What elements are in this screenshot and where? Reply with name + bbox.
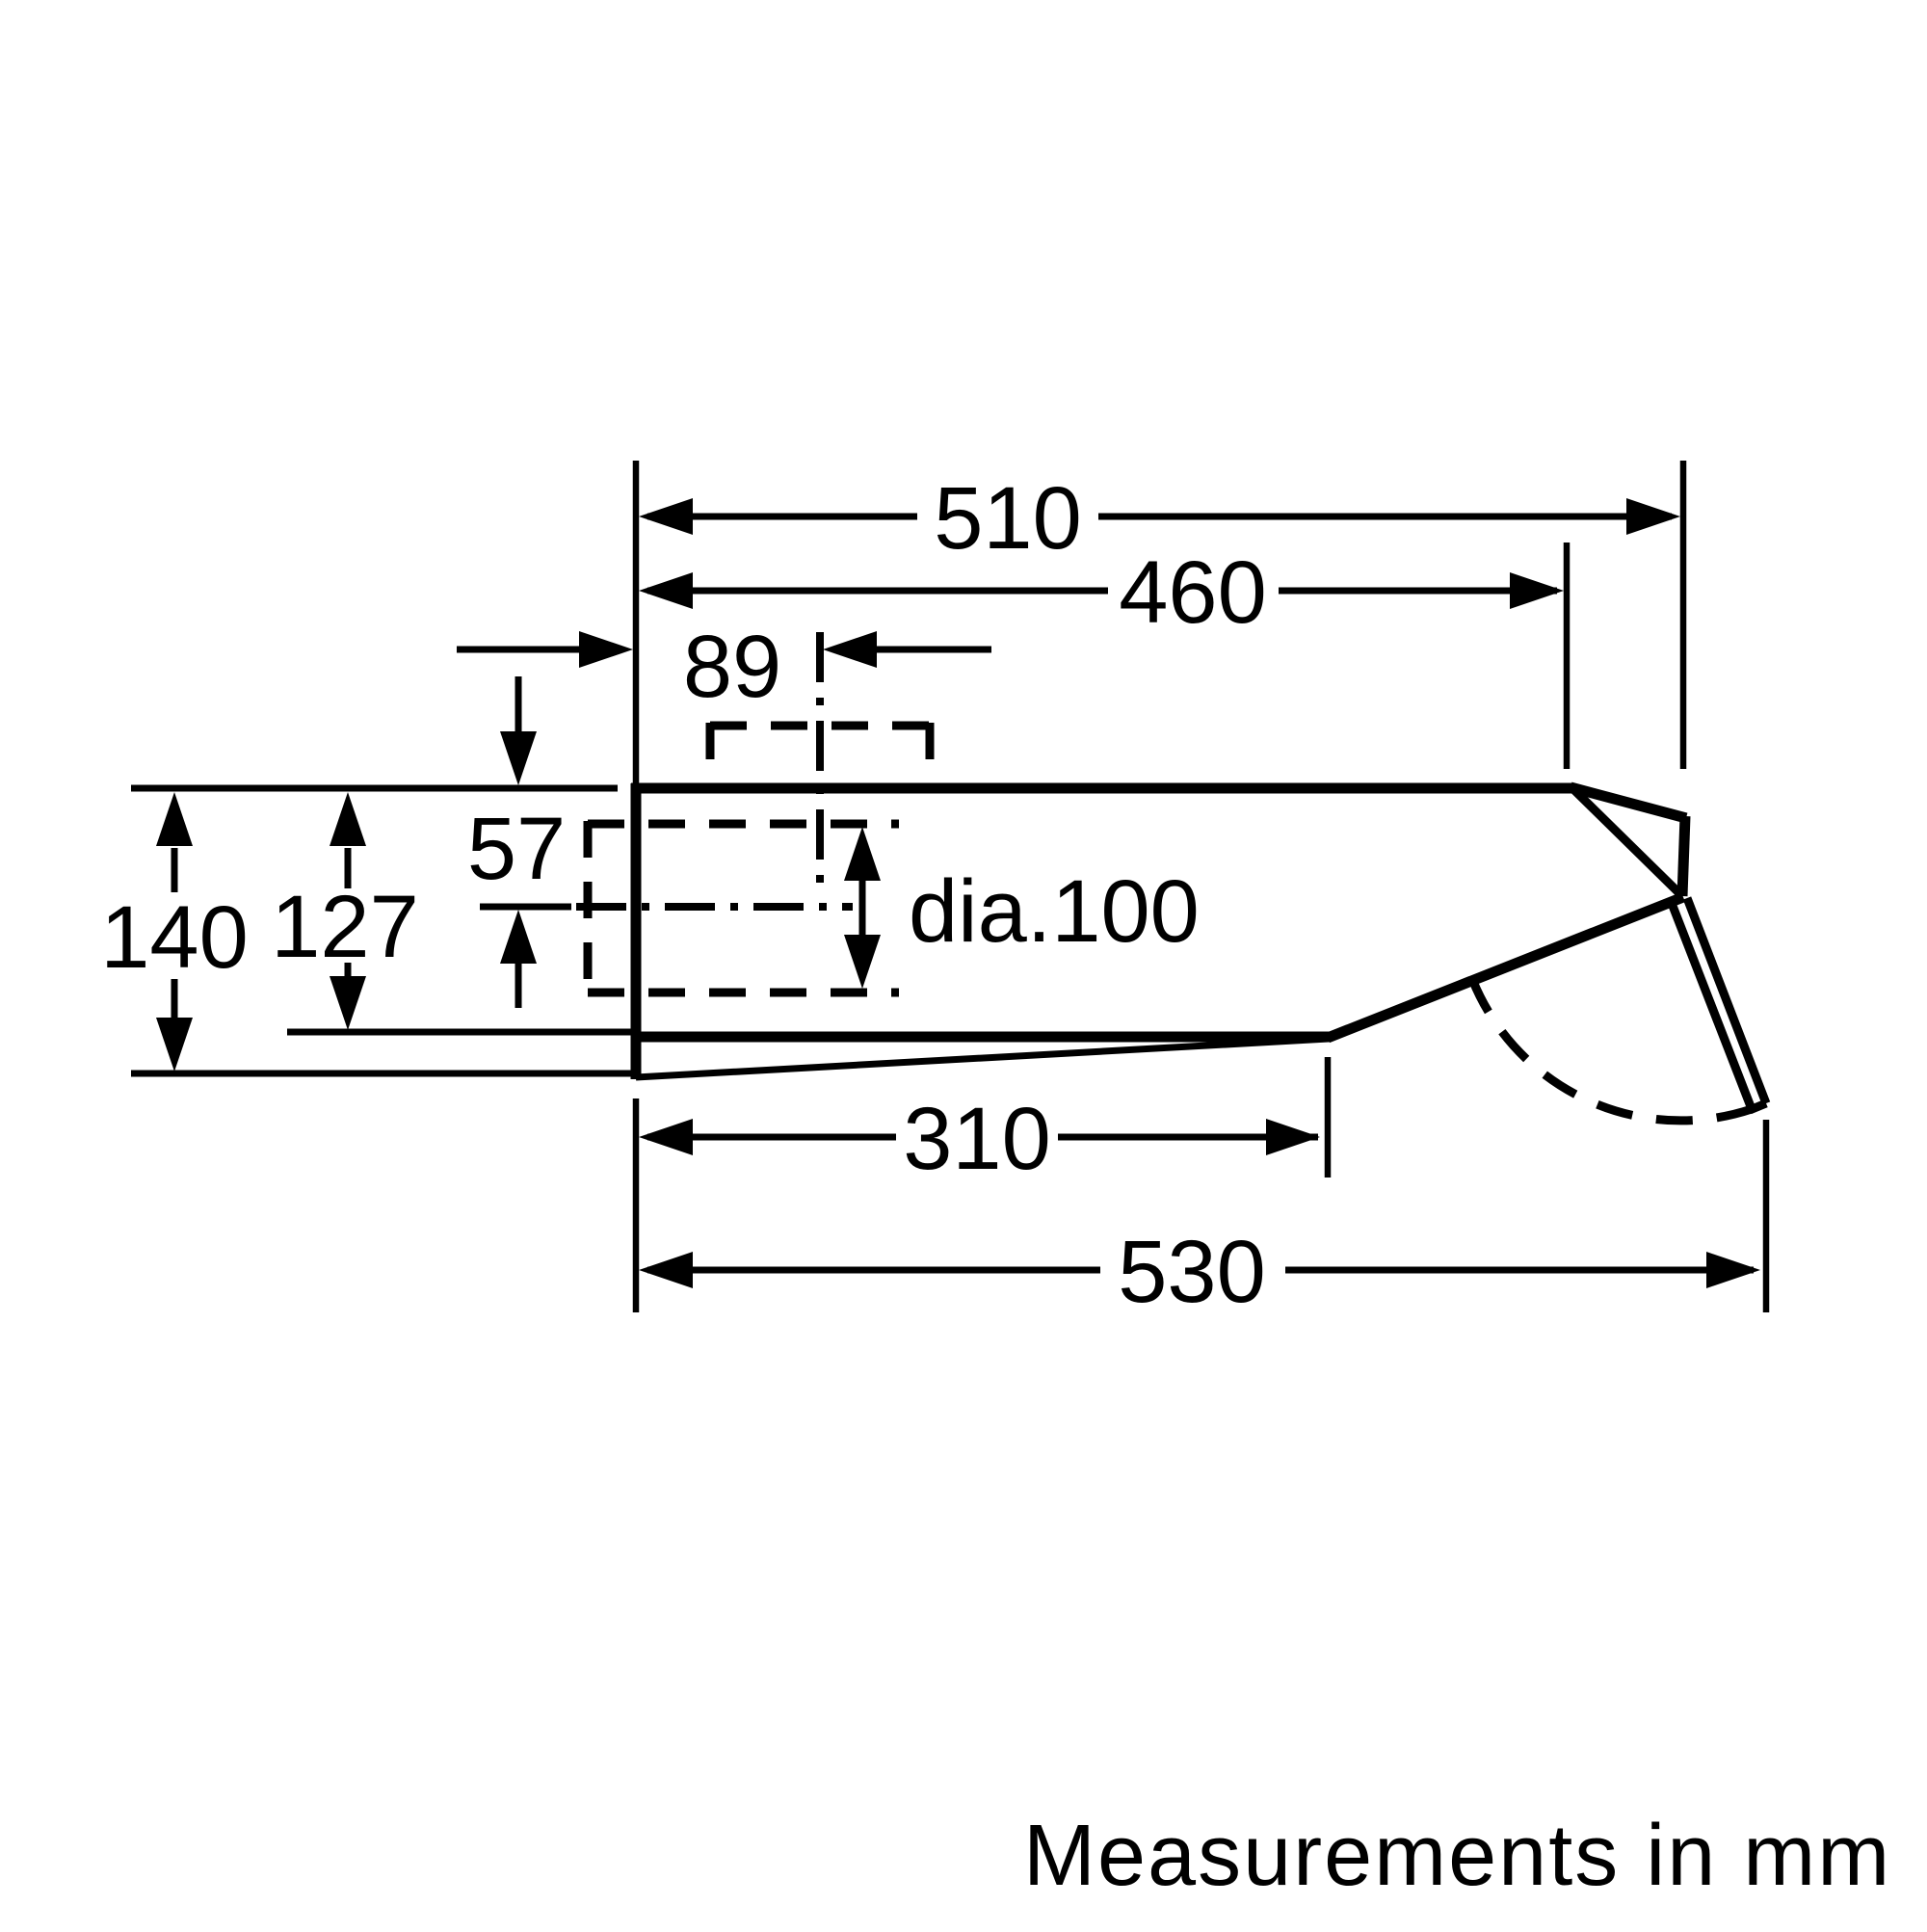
arrowhead-right — [1706, 1252, 1760, 1288]
visor-flap-inner-edge — [1668, 904, 1756, 1111]
hood-outline — [630, 781, 1771, 1125]
dim-530-label: 530 — [1118, 1223, 1266, 1321]
arrowhead-up — [156, 792, 193, 846]
extension-lines — [131, 461, 1770, 1312]
dim-89-label: 89 — [683, 618, 781, 716]
arrowhead-down — [500, 731, 537, 785]
arrowhead-left — [639, 498, 693, 535]
dimension-460: 460 — [639, 543, 1564, 642]
dimension-310: 310 — [639, 1090, 1320, 1188]
arrowhead-left-pointing — [823, 631, 877, 668]
dimension-dia100: dia.100 — [844, 827, 1200, 989]
hood-right-edge — [1676, 815, 1691, 897]
arrowhead-left — [639, 1252, 693, 1288]
arrowhead-up — [844, 827, 881, 881]
dimension-140: 140 — [100, 792, 249, 1072]
arrowhead-left — [639, 1119, 693, 1155]
dimension-89: 89 — [457, 618, 991, 716]
dim-127-label: 127 — [271, 878, 419, 976]
arrowhead-right-pointing — [579, 631, 633, 668]
measurements-unit-note: Measurements in mm — [1023, 1808, 1891, 1904]
arrowhead-left — [639, 572, 693, 609]
arrowhead-right — [1266, 1119, 1320, 1155]
hood-bottom-slant-edge — [1325, 891, 1686, 1044]
dimension-127: 127 — [271, 792, 419, 1030]
dim-310-label: 310 — [903, 1090, 1051, 1188]
arrowhead-down — [844, 935, 881, 989]
dimension-57: 57 — [467, 676, 566, 1008]
hood-end-cap-diagonal — [1570, 785, 1686, 900]
arrowhead-right — [1510, 572, 1564, 609]
arrowhead-up — [500, 910, 537, 964]
arrowhead-up — [330, 792, 366, 846]
visor-closed-bottom-edge — [635, 1035, 1330, 1081]
dimension-530: 530 — [639, 1223, 1760, 1321]
duct-outlines — [480, 632, 935, 997]
dim-460-label: 460 — [1119, 543, 1267, 642]
visor-flap-end-cap — [1748, 1098, 1768, 1115]
dim-dia100-label: dia.100 — [909, 862, 1200, 961]
hood-top-right-slant — [1569, 781, 1688, 824]
visor-flap-outer-edge — [1682, 896, 1771, 1105]
arrowhead-right — [1626, 498, 1680, 535]
dim-57-label: 57 — [467, 800, 566, 898]
arrowhead-down — [156, 1018, 193, 1072]
dim-510-label: 510 — [934, 469, 1082, 568]
arrowhead-down — [330, 976, 366, 1030]
dimension-510: 510 — [639, 469, 1680, 568]
dim-140-label: 140 — [100, 888, 249, 987]
